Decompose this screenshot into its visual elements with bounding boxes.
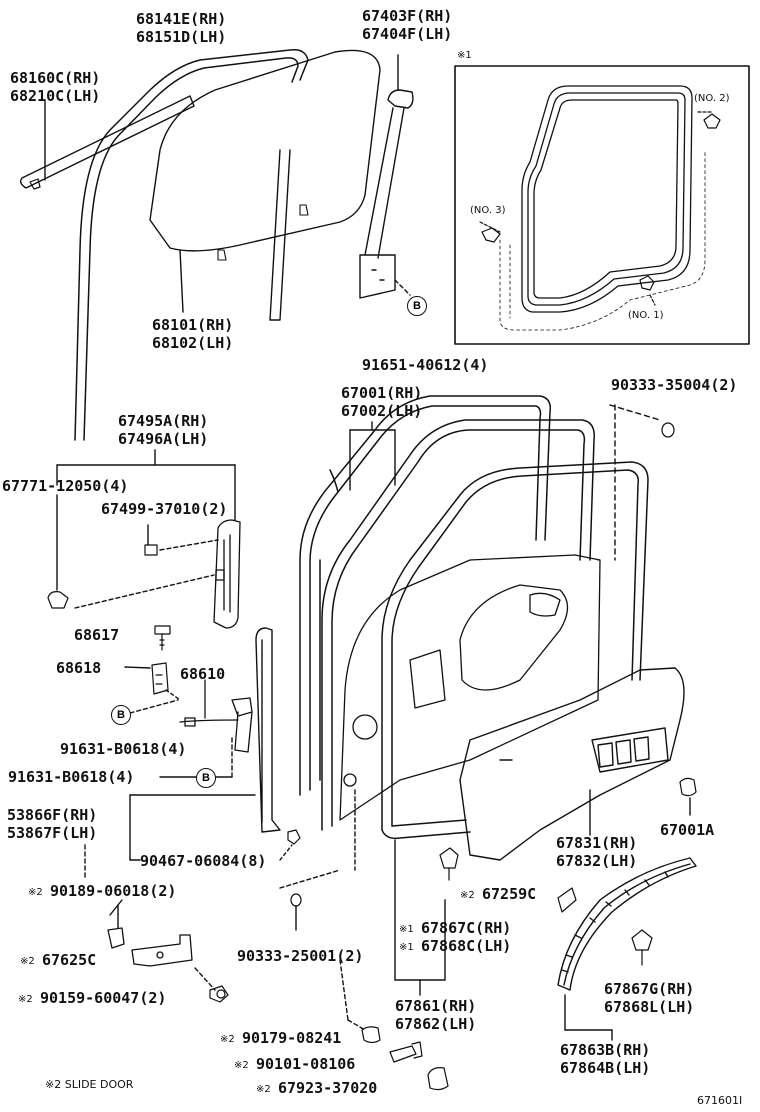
inset-note-no1: (NO. 1) [628, 310, 664, 321]
inset-hatch [500, 150, 705, 330]
slide-mark-90179: ※2 [220, 1034, 235, 1045]
label-67923: 67923-37020 [278, 1079, 378, 1097]
label-90101: 90101-08106 [256, 1055, 356, 1073]
label-67832: 67832(LH) [556, 852, 638, 870]
label-67771: 67771-12050(4) [2, 477, 129, 495]
inset-frame [455, 66, 749, 344]
callout-b-3: B [196, 768, 216, 788]
door-weatherstrip-67001 [300, 396, 550, 795]
label-68210C: 68210C(LH) [10, 87, 101, 105]
slide-mark-90159: ※2 [18, 994, 33, 1005]
label-91631-b: 91631-B0618(4) [8, 768, 135, 786]
inset-clips [480, 112, 720, 305]
footnote-slide-door: ※2 SLIDE DOOR [45, 1078, 134, 1091]
label-67868L: 67868L(LH) [604, 998, 695, 1016]
bolt-90159 [210, 986, 228, 1002]
inset-door-seal [522, 86, 692, 312]
label-91631-a: 91631-B0618(4) [60, 740, 187, 758]
label-67868C: 67868C(LH) [421, 937, 512, 955]
outer-handle [214, 520, 240, 628]
label-68610: 68610 [180, 665, 226, 683]
label-53867F: 53867F(LH) [7, 824, 98, 842]
label-68101: 68101(RH) [152, 316, 234, 334]
slide-mark-90101: ※2 [234, 1060, 249, 1071]
screw-90467 [288, 830, 300, 844]
inset-note-no2: (NO. 2) [694, 93, 730, 104]
front-weatherstrip-53866F [256, 628, 280, 832]
label-67867C: 67867C(RH) [421, 919, 512, 937]
label-68102: 68102(LH) [152, 334, 234, 352]
label-67496A: 67496A(LH) [118, 430, 209, 448]
slide-mark-67625C: ※2 [20, 956, 35, 967]
bolt-68617 [155, 626, 170, 650]
callout-b-2: B [111, 705, 131, 725]
label-67625C: 67625C [42, 951, 97, 969]
door-weatherstrip-inner [382, 462, 648, 838]
door-check-68610 [180, 680, 252, 752]
label-67001A: 67001A [660, 821, 715, 839]
label-68160C: 68160C(RH) [10, 69, 101, 87]
door-inner-panel [340, 555, 600, 820]
label-68617: 68617 [74, 626, 120, 644]
clip-67771 [48, 592, 68, 608]
inset-note-no3: (NO. 3) [470, 205, 506, 216]
label-67495A: 67495A(RH) [118, 412, 209, 430]
label-67864B: 67864B(LH) [560, 1059, 651, 1077]
callout-b-1: B [407, 296, 427, 316]
pad-67259C [558, 888, 576, 912]
plug-90333-a [662, 423, 674, 437]
door-glass [150, 50, 380, 250]
bracket-68618 [152, 663, 168, 694]
label-90159: 90159-60047(2) [40, 989, 167, 1007]
grommet-67001A [680, 778, 696, 795]
label-68618: 68618 [56, 659, 102, 677]
slide-mark-67259C: ※2 [460, 890, 475, 901]
belt-molding [21, 96, 194, 188]
slide-mark-67923: ※2 [256, 1084, 271, 1095]
door-weatherstrip-67861 [322, 420, 594, 830]
bracket-67625C [108, 928, 192, 966]
label-68141E: 68141E(RH) [136, 10, 227, 28]
label-67001: 67001(RH) [341, 384, 423, 402]
diagram-code: 671601I [697, 1094, 743, 1107]
label-91651: 91651-40612(4) [362, 356, 489, 374]
slide-mark-90189: ※2 [28, 887, 43, 898]
label-90333-25001: 90333-25001(2) [237, 947, 364, 965]
label-67867G: 67867G(RH) [604, 980, 695, 998]
bolt-90101 [390, 1042, 422, 1062]
label-90467: 90467-06084(8) [140, 852, 267, 870]
label-67831: 67831(RH) [556, 834, 638, 852]
label-67863B: 67863B(RH) [560, 1041, 651, 1059]
plug-90333-b [291, 894, 301, 906]
scuff-garnish-67863B [558, 858, 696, 990]
label-53866F: 53866F(RH) [7, 806, 98, 824]
label-67404F: 67404F(LH) [362, 25, 453, 43]
label-67002: 67002(LH) [341, 402, 423, 420]
label-68151D: 68151D(LH) [136, 28, 227, 46]
clip-67867C [440, 848, 458, 880]
label-90179: 90179-08241 [242, 1029, 342, 1047]
nut-90179 [362, 1027, 380, 1043]
label-67862: 67862(LH) [395, 1015, 477, 1033]
label-90189: 90189-06018(2) [50, 882, 177, 900]
stopper-67923 [428, 1068, 448, 1090]
label-67861: 67861(RH) [395, 997, 477, 1015]
mark-67867C: ※1 [399, 924, 414, 935]
glass-channel-rail [360, 55, 413, 298]
inset-mark: ※1 [457, 50, 472, 61]
label-90333-35004: 90333-35004(2) [611, 376, 738, 394]
label-67259C: 67259C [482, 885, 537, 903]
glass-run-channel [75, 50, 308, 440]
mark-67868C: ※1 [399, 942, 414, 953]
label-67499: 67499-37010(2) [101, 500, 228, 518]
label-67403F: 67403F(RH) [362, 7, 453, 25]
clip-67867G [632, 930, 652, 965]
door-trim-board [460, 668, 684, 860]
pad-67499 [145, 545, 157, 555]
